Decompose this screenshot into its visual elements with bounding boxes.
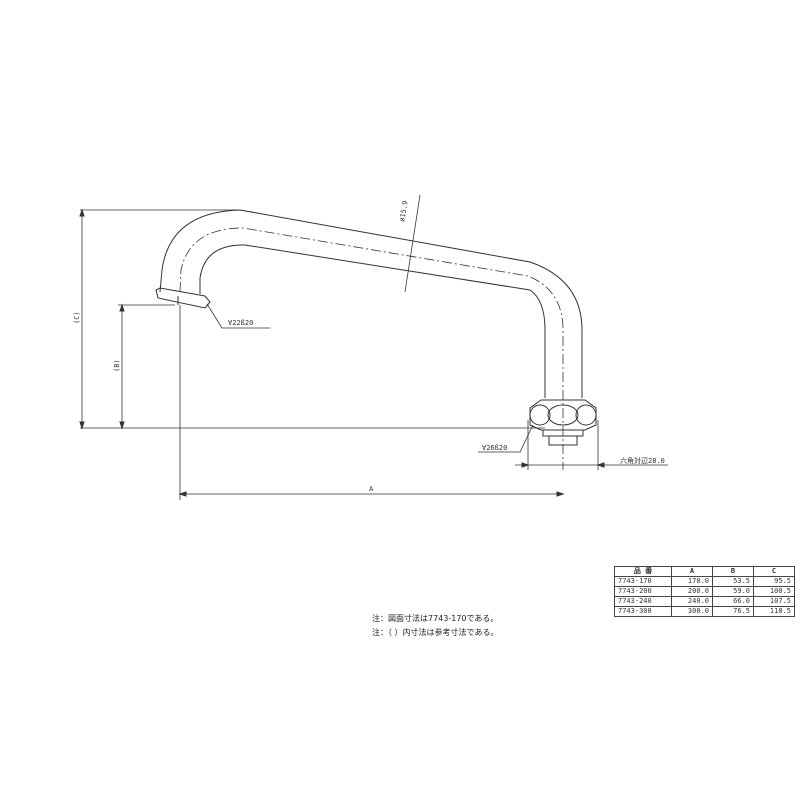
cell-model: 7743-300 — [614, 606, 672, 617]
note-drawing-scale: 注：図面寸法は7743-170である。 — [372, 614, 499, 623]
pipe-diameter-leader — [404, 194, 421, 293]
header-a: A — [671, 566, 713, 577]
cell-model: 7743-240 — [614, 596, 672, 607]
cell-model: 7743-170 — [614, 576, 672, 587]
spout-center-line — [179, 227, 564, 470]
note-reference-dimensions: 注：（ ）内寸法は参考寸法である。 — [372, 628, 499, 637]
spec-table: 品 番 A B C 7743-170 170.0 53.5 95.5 7743-… — [614, 566, 795, 617]
cell-b: 66.0 — [712, 596, 754, 607]
cell-b: 76.5 — [712, 606, 754, 617]
outlet-thread-label: ∀22ß20 — [228, 319, 253, 327]
outlet-nozzle — [155, 287, 211, 309]
dimension-c-label: (C) — [73, 311, 81, 324]
cell-a: 240.0 — [671, 596, 713, 607]
table-row: 7743-170 170.0 53.5 95.5 — [614, 576, 795, 587]
header-c: C — [753, 566, 795, 577]
cell-a: 300.0 — [671, 606, 713, 617]
cell-c: 100.5 — [753, 586, 795, 597]
table-header-row: 品 番 A B C — [614, 566, 795, 577]
cell-model: 7743-200 — [614, 586, 672, 597]
cell-c: 95.5 — [753, 576, 795, 587]
cell-b: 59.0 — [712, 586, 754, 597]
dimension-a-label: A — [369, 485, 374, 493]
cell-a: 200.0 — [671, 586, 713, 597]
table-row: 7743-240 240.0 66.0 107.5 — [614, 596, 795, 607]
spout-inner-contour — [199, 244, 546, 398]
header-b: B — [712, 566, 754, 577]
pipe-diameter-label: ø15.9 — [398, 200, 410, 222]
drawing-notes: 注：図面寸法は7743-170である。 注：（ ）内寸法は参考寸法である。 — [372, 612, 498, 640]
spout-outer-contour — [159, 209, 583, 398]
header-model: 品 番 — [614, 566, 672, 577]
table-row: 7743-300 300.0 76.5 118.5 — [614, 606, 795, 617]
cell-c: 118.5 — [753, 606, 795, 617]
cell-b: 53.5 — [712, 576, 754, 587]
table-row: 7743-200 200.0 59.0 100.5 — [614, 586, 795, 597]
inlet-thread-label: ∀26ß20 — [482, 444, 507, 452]
cell-c: 107.5 — [753, 596, 795, 607]
nut-width-label: 六角対辺28.0 — [620, 456, 665, 465]
dimension-b-label: (B) — [113, 359, 121, 372]
cell-a: 170.0 — [671, 576, 713, 587]
